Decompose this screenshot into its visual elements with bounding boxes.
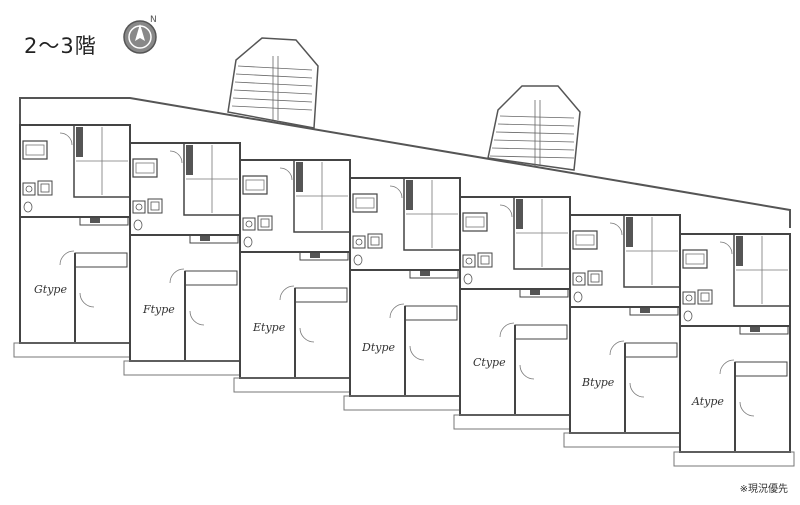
- floor-label: 2〜3階: [24, 34, 97, 58]
- unit-block-g: [13, 124, 135, 358]
- unit-blocks: [13, 124, 795, 467]
- svg-text:N: N: [150, 15, 157, 25]
- stair-tower-left: [227, 37, 319, 129]
- unit-label-g: Gtype: [34, 283, 67, 296]
- unit-block-e: [233, 159, 355, 393]
- unit-label-b: Btype: [581, 376, 615, 389]
- unit-block-c: [453, 196, 575, 430]
- stair-tower-right: [487, 85, 581, 171]
- unit-block-f: [123, 142, 245, 376]
- unit-label-c: Ctype: [473, 356, 506, 369]
- unit-label-a: Atype: [691, 395, 724, 408]
- unit-label-d: Dtype: [361, 341, 395, 354]
- compass-north-icon: N: [123, 15, 157, 54]
- unit-block-d: [343, 177, 465, 411]
- unit-label-e: Etype: [252, 321, 286, 334]
- unit-block-b: [563, 214, 685, 448]
- unit-label-f: Ftype: [142, 303, 175, 316]
- note-current-condition: ※現況優先: [739, 484, 788, 495]
- unit-block-a: [673, 233, 795, 467]
